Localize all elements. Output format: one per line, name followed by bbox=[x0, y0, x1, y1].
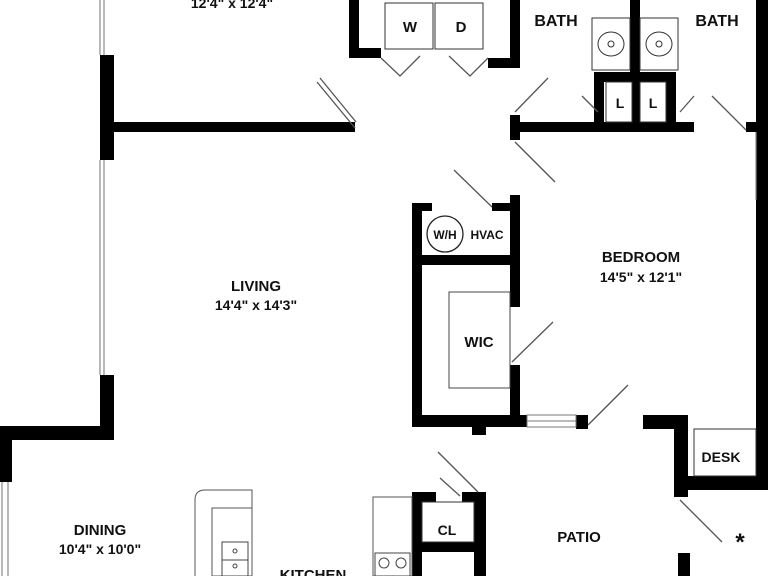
cl-box bbox=[421, 501, 475, 543]
wall-cl-bottom bbox=[412, 542, 486, 552]
wall-bath-bottom-right bbox=[594, 122, 694, 132]
stove bbox=[374, 552, 411, 576]
top-room-dims: 12'4" x 12'4" bbox=[191, 0, 273, 11]
wall-wic-left bbox=[412, 203, 422, 425]
cl-label: CL bbox=[438, 522, 457, 538]
desk-box bbox=[693, 428, 757, 477]
wall-hvac-bottom bbox=[412, 255, 520, 265]
wall-top-room-bottom bbox=[100, 122, 355, 132]
wall-wic-right-upper bbox=[510, 195, 520, 307]
linen-left-box bbox=[605, 81, 633, 123]
sink-right-basin bbox=[645, 31, 673, 57]
wall-wic-bottom bbox=[412, 415, 527, 427]
door-top-room bbox=[316, 81, 356, 129]
door-cl-2 bbox=[439, 477, 461, 497]
door-linen-left bbox=[581, 95, 599, 113]
wall-hvac-top-left bbox=[412, 203, 432, 211]
wall-wic-right-lower bbox=[510, 365, 520, 427]
water-heater-circle bbox=[426, 215, 464, 253]
patio-label: PATIO bbox=[557, 529, 601, 546]
kitchen-sink bbox=[221, 541, 249, 576]
door-wic bbox=[511, 321, 554, 363]
linen-right-box bbox=[639, 81, 667, 123]
wall-cl-left bbox=[412, 492, 422, 576]
wall-dining-left bbox=[0, 426, 12, 482]
wall-right-exterior bbox=[756, 0, 768, 490]
wall-patio-right bbox=[678, 553, 690, 576]
bath-right-label: BATH bbox=[695, 13, 738, 30]
desk-label: DESK bbox=[702, 449, 741, 465]
wic-label: WIC bbox=[464, 334, 493, 351]
wall-laundry-left bbox=[349, 0, 359, 58]
bedroom-label: BEDROOM bbox=[602, 249, 680, 266]
wall-bath-bottom-left bbox=[510, 122, 600, 132]
wall-wic-stub bbox=[472, 415, 486, 435]
fixtures bbox=[194, 2, 757, 576]
door-hvac bbox=[453, 169, 493, 208]
labels: 12'4" x 12'4" W D BATH BATH L L LIVING 1… bbox=[59, 0, 745, 576]
wic-shelf bbox=[448, 291, 511, 389]
wall-dining-jog bbox=[0, 426, 114, 440]
wall-left-upper bbox=[100, 55, 114, 160]
bedroom-dims: 14'5" x 12'1" bbox=[600, 269, 682, 285]
wall-hvac-top-right bbox=[492, 203, 518, 211]
hvac-label: HVAC bbox=[470, 228, 503, 242]
wall-right-stub bbox=[746, 122, 768, 132]
wall-vanity-bottom bbox=[600, 72, 670, 82]
wall-laundry-bottom-left bbox=[349, 48, 381, 58]
wall-bath-divider bbox=[630, 0, 640, 122]
dryer-label: D bbox=[456, 19, 467, 36]
sink-left-basin bbox=[597, 31, 625, 57]
wall-linen-left bbox=[594, 72, 604, 132]
wall-laundry-right bbox=[510, 0, 520, 68]
bath-left-label: BATH bbox=[534, 13, 577, 30]
wall-bath-jamb bbox=[510, 115, 520, 140]
wall-cl-top bbox=[412, 492, 436, 502]
door-laundry-left bbox=[380, 55, 421, 77]
kitchen-label: KITCHEN bbox=[280, 567, 347, 576]
living-dims: 14'4" x 14'3" bbox=[215, 297, 297, 313]
door-cl-1 bbox=[437, 451, 479, 493]
washer-box bbox=[384, 2, 434, 50]
door-patio bbox=[679, 499, 723, 543]
door-bath-right bbox=[711, 95, 747, 131]
wall-linen-right bbox=[666, 72, 676, 132]
door-bedroom-patio bbox=[587, 384, 629, 426]
water-heater-label: W/H bbox=[433, 228, 456, 242]
wall-cl-right bbox=[474, 492, 486, 576]
door-bath-left bbox=[514, 77, 549, 113]
linen-left-label: L bbox=[616, 95, 625, 111]
wall-left-lower bbox=[100, 375, 114, 440]
dining-label: DINING bbox=[74, 522, 127, 539]
linen-right-label: L bbox=[649, 95, 658, 111]
wall-desk-bottom bbox=[674, 476, 768, 490]
wall-laundry-bottom-right bbox=[488, 58, 520, 68]
dining-dims: 10'4" x 10'0" bbox=[59, 541, 141, 557]
wall-bedroom-door-jamb bbox=[576, 415, 588, 429]
door-linen-right bbox=[679, 95, 695, 113]
living-label: LIVING bbox=[231, 278, 281, 295]
asterisk-mark: * bbox=[735, 529, 745, 556]
door-bedroom bbox=[514, 141, 556, 183]
washer-label: W bbox=[403, 19, 418, 36]
dryer-box bbox=[434, 2, 484, 50]
doors bbox=[316, 55, 747, 543]
door-laundry-right bbox=[448, 55, 489, 77]
